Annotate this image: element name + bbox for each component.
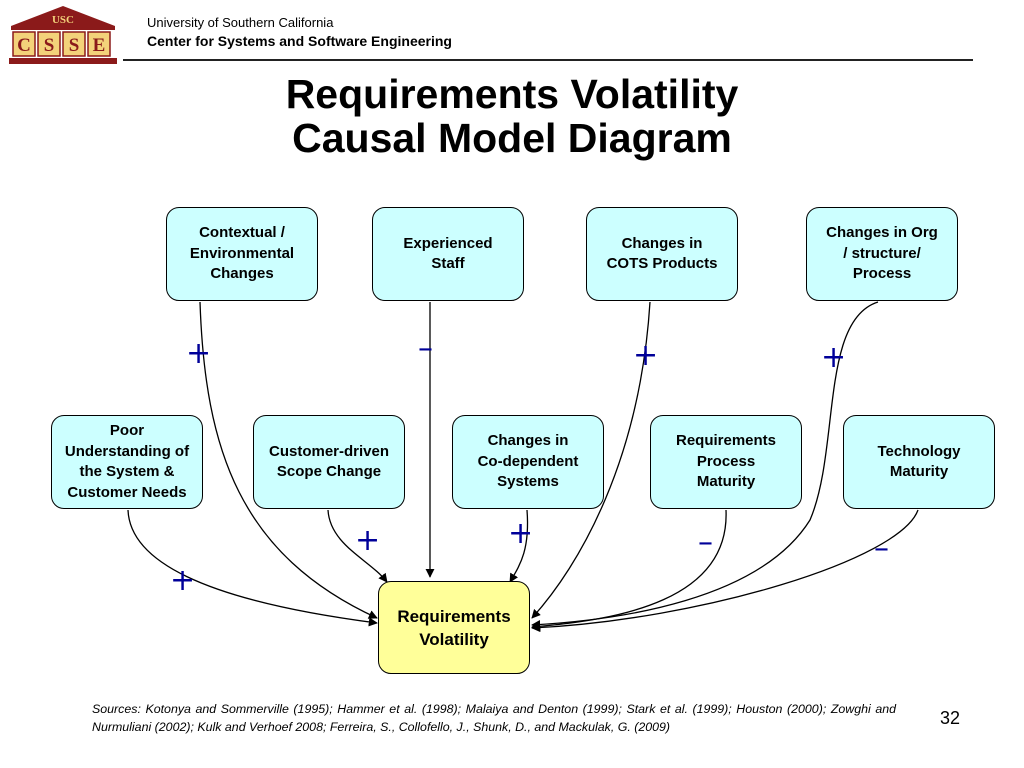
- center-name: Center for Systems and Software Engineer…: [147, 33, 452, 49]
- logo-letter: S: [44, 35, 55, 56]
- arrow-process-maturity: [531, 509, 727, 631]
- node-poor-understanding: Poor Understanding of the System & Custo…: [51, 415, 203, 509]
- polarity-sign-cots: +: [633, 338, 659, 373]
- node-contextual-changes: Contextual / Environmental Changes: [166, 207, 318, 301]
- page-number: 32: [940, 708, 961, 728]
- node-customer-scope-change: Customer-driven Scope Change: [253, 415, 405, 509]
- org-name: University of Southern California: [147, 15, 334, 30]
- polarity-sign-technology-maturity: –: [874, 531, 889, 566]
- polarity-sign-customer-scope: +: [355, 523, 381, 558]
- node-org-structure-changes: Changes in Org / structure/ Process: [806, 207, 958, 301]
- csse-logo: USC C S S E: [9, 6, 117, 64]
- logo-letter: C: [17, 35, 31, 56]
- node-cots-changes: Changes in COTS Products: [586, 207, 738, 301]
- arrow-poor-understanding: [127, 509, 378, 627]
- sources-citation: Sources: Kotonya and Sommerville (1995);…: [92, 702, 896, 734]
- polarity-sign-org-structure: +: [821, 340, 847, 375]
- polarity-sign-process-maturity: –: [698, 525, 713, 560]
- node-codependent-systems: Changes in Co-dependent Systems: [452, 415, 604, 509]
- node-experienced-staff: Experienced Staff: [372, 207, 524, 301]
- logo-usc-text: USC: [52, 14, 74, 26]
- header-rule: [123, 59, 973, 61]
- arrow-codependent: [509, 509, 529, 583]
- slide-title-line2: Causal Model Diagram: [292, 115, 732, 161]
- logo-letter: E: [93, 35, 106, 56]
- logo-letter: S: [69, 35, 80, 56]
- polarity-sign-contextual: +: [186, 336, 212, 371]
- polarity-sign-codependent: +: [508, 516, 534, 551]
- node-requirements-volatility: Requirements Volatility: [378, 581, 530, 674]
- polarity-sign-experienced-staff: –: [418, 331, 433, 366]
- polarity-sign-poor-understanding: +: [170, 563, 196, 598]
- node-process-maturity: Requirements Process Maturity: [650, 415, 802, 509]
- arrow-contextual: [199, 301, 378, 619]
- slide-title-line1: Requirements Volatility: [285, 71, 739, 117]
- node-technology-maturity: Technology Maturity: [843, 415, 995, 509]
- arrow-org-structure: [531, 301, 879, 630]
- arrow-technology-maturity: [531, 509, 919, 633]
- arrow-cots: [531, 301, 651, 619]
- arrow-customer-scope: [327, 509, 388, 583]
